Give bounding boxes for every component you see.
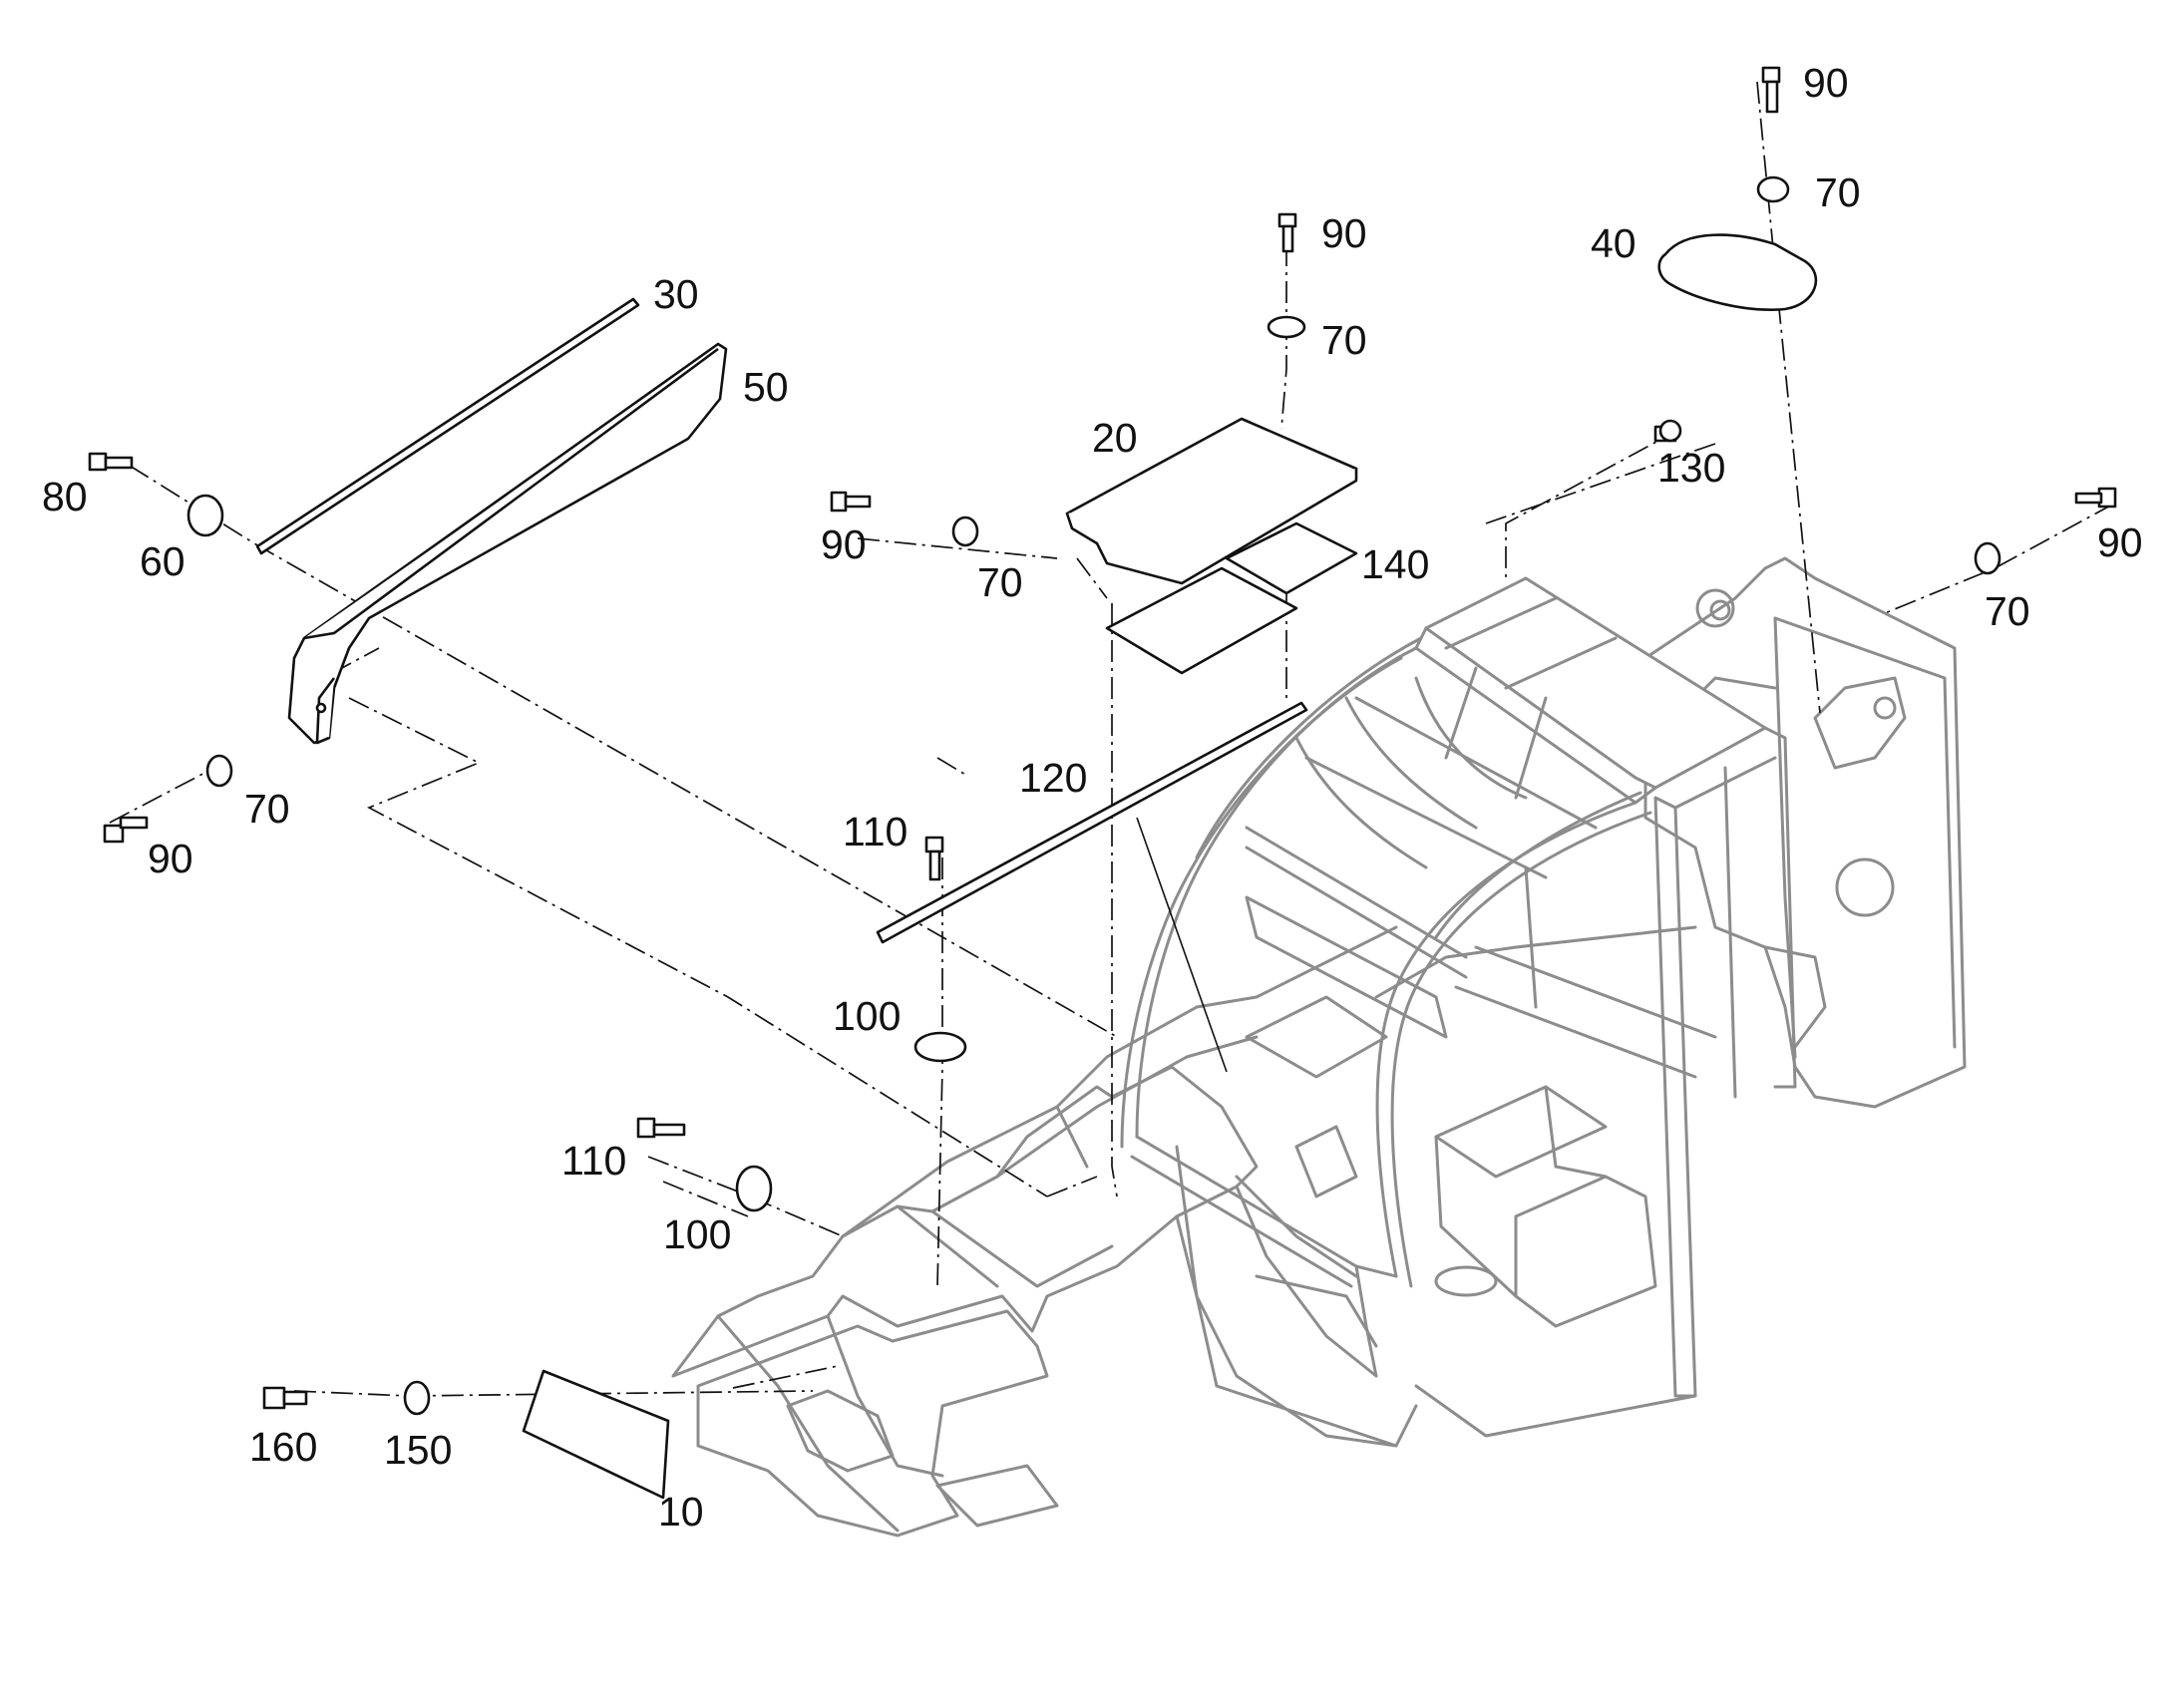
bolt-80 <box>88 452 134 472</box>
label-p80: 80 <box>42 474 88 519</box>
part-100-washer-top <box>913 1031 967 1063</box>
bolt-110-top <box>924 836 944 881</box>
label-p140: 140 <box>1361 541 1429 587</box>
part-60-washer <box>186 494 224 537</box>
label-p90e: 90 <box>148 836 193 881</box>
part-50-side-cover <box>287 342 728 745</box>
part-70-washer-top <box>1756 175 1790 203</box>
label-p70d: 70 <box>1985 588 2030 634</box>
label-p90b: 90 <box>1321 210 1367 256</box>
part-70-washer-mid <box>1267 315 1306 339</box>
label-p100a: 100 <box>833 993 901 1039</box>
callout-labels: 90 70 40 90 70 30 50 20 130 80 90 60 140… <box>42 60 2143 1535</box>
label-p160: 160 <box>249 1424 317 1470</box>
bolt-160 <box>262 1386 308 1410</box>
label-p90d: 90 <box>2097 519 2143 565</box>
label-p70c: 70 <box>977 559 1023 605</box>
part-120-bar <box>876 701 1308 944</box>
label-p10: 10 <box>658 1489 704 1535</box>
part-10-plate <box>522 1369 670 1500</box>
part-70-washer-left <box>951 515 979 547</box>
part-20-cover-plate <box>1065 417 1358 585</box>
part-100-washer-lower <box>735 1165 773 1212</box>
bolt-90-mid <box>1277 212 1297 253</box>
bolt-90-left <box>830 491 872 512</box>
operator-cab <box>1120 576 1797 1448</box>
leader-120 <box>1136 817 1228 1073</box>
bolt-90-top <box>1761 66 1781 114</box>
label-p110a: 110 <box>843 809 908 854</box>
part-40-seal <box>1657 233 1818 311</box>
label-p40: 40 <box>1591 220 1636 266</box>
bolt-90-right <box>2074 487 2117 509</box>
label-p150: 150 <box>384 1427 452 1473</box>
label-p30: 30 <box>653 271 699 317</box>
label-p70b: 70 <box>1321 317 1367 363</box>
bolt-110-lower <box>636 1117 686 1139</box>
label-p90a: 90 <box>1803 60 1849 106</box>
part-150-washer <box>403 1380 431 1416</box>
label-p70e: 70 <box>244 786 290 832</box>
label-p120: 120 <box>1019 755 1087 801</box>
label-p60: 60 <box>140 538 185 584</box>
label-p130: 130 <box>1657 445 1725 491</box>
bolt-90-lower-left <box>103 816 149 844</box>
part-140-pad-right <box>1225 521 1358 595</box>
label-p50: 50 <box>743 364 789 410</box>
label-p70a: 70 <box>1815 170 1861 215</box>
bolt-130 <box>1653 419 1682 443</box>
label-p20: 20 <box>1092 415 1138 461</box>
label-p90c: 90 <box>821 521 867 567</box>
part-30-strip <box>255 297 640 555</box>
part-70-washer-lower-left <box>205 754 233 788</box>
chassis-frame <box>671 556 1967 1537</box>
part-140-pad-left <box>1105 566 1298 675</box>
label-p100b: 100 <box>663 1211 731 1257</box>
part-70-washer-right <box>1974 541 2001 575</box>
label-p110b: 110 <box>561 1138 626 1184</box>
